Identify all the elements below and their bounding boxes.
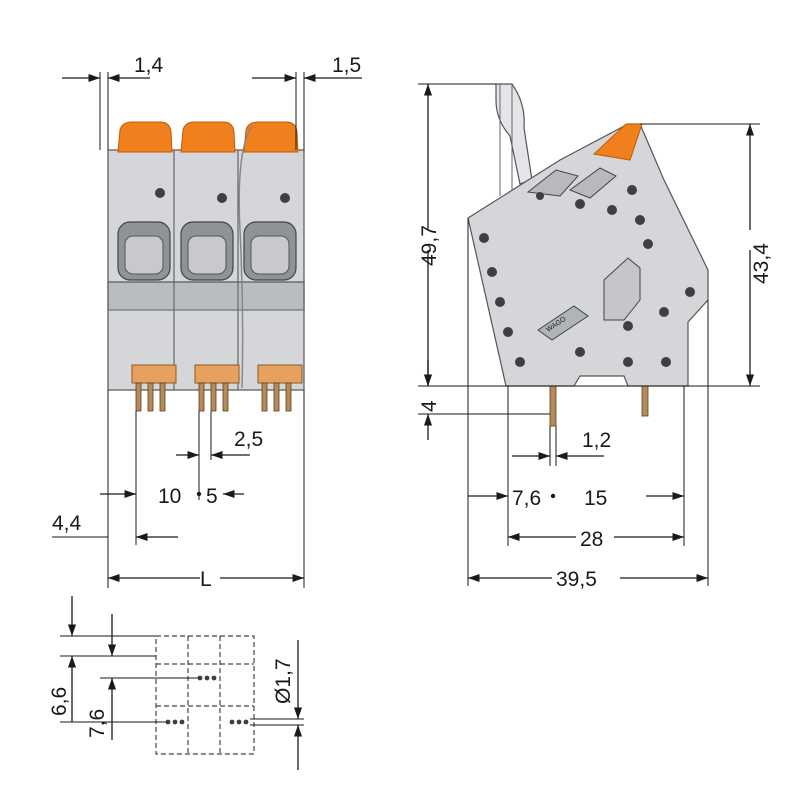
dim-7-6: 7,6 bbox=[512, 487, 541, 510]
footprint-outline bbox=[155, 635, 255, 755]
dim-43-4: 43,4 bbox=[750, 243, 773, 284]
side-housing bbox=[467, 123, 709, 387]
dim-49-7: 49,7 bbox=[418, 225, 441, 266]
dim-28: 28 bbox=[580, 528, 603, 551]
front-hole-1 bbox=[155, 188, 165, 198]
dim-2-5: 2,5 bbox=[234, 428, 263, 451]
front-view: 1,4 1,5 2,5 10 5 4,4 L bbox=[52, 54, 362, 591]
dim-hole-dia: Ø1,7 bbox=[272, 658, 295, 704]
side-pin-2 bbox=[641, 385, 649, 417]
dim-1-4: 1,4 bbox=[134, 54, 164, 77]
dim-4-4: 4,4 bbox=[52, 512, 82, 535]
side-pin-1 bbox=[549, 385, 557, 427]
footprint-view: 6,6 7,6 Ø1,7 bbox=[48, 596, 304, 770]
side-holes bbox=[479, 185, 695, 367]
lever-2 bbox=[180, 121, 236, 153]
dim-39-5: 39,5 bbox=[556, 568, 597, 591]
front-hole-3 bbox=[280, 193, 290, 203]
front-hole-2 bbox=[217, 193, 227, 203]
lever-1 bbox=[117, 121, 173, 153]
side-view: WAGO 49,7 43,4 4 1,2 7,6 15 bbox=[418, 83, 773, 591]
wire-entries bbox=[117, 221, 297, 281]
dim-7-6-footprint: 7,6 bbox=[86, 709, 109, 738]
lever-3 bbox=[243, 121, 299, 153]
dim-1-5: 1,5 bbox=[332, 54, 361, 77]
dim-L: L bbox=[200, 568, 212, 591]
dim-15: 15 bbox=[584, 487, 607, 510]
front-pins bbox=[131, 364, 303, 412]
dim-1-2: 1,2 bbox=[582, 429, 611, 452]
dim-10: 10 bbox=[158, 485, 181, 508]
dim-5: 5 bbox=[206, 485, 218, 508]
footprint-holes bbox=[165, 675, 249, 725]
front-housing-band bbox=[107, 281, 305, 311]
dim-4: 4 bbox=[418, 400, 441, 412]
side-probe bbox=[495, 83, 533, 185]
dim-6-6: 6,6 bbox=[48, 687, 71, 716]
